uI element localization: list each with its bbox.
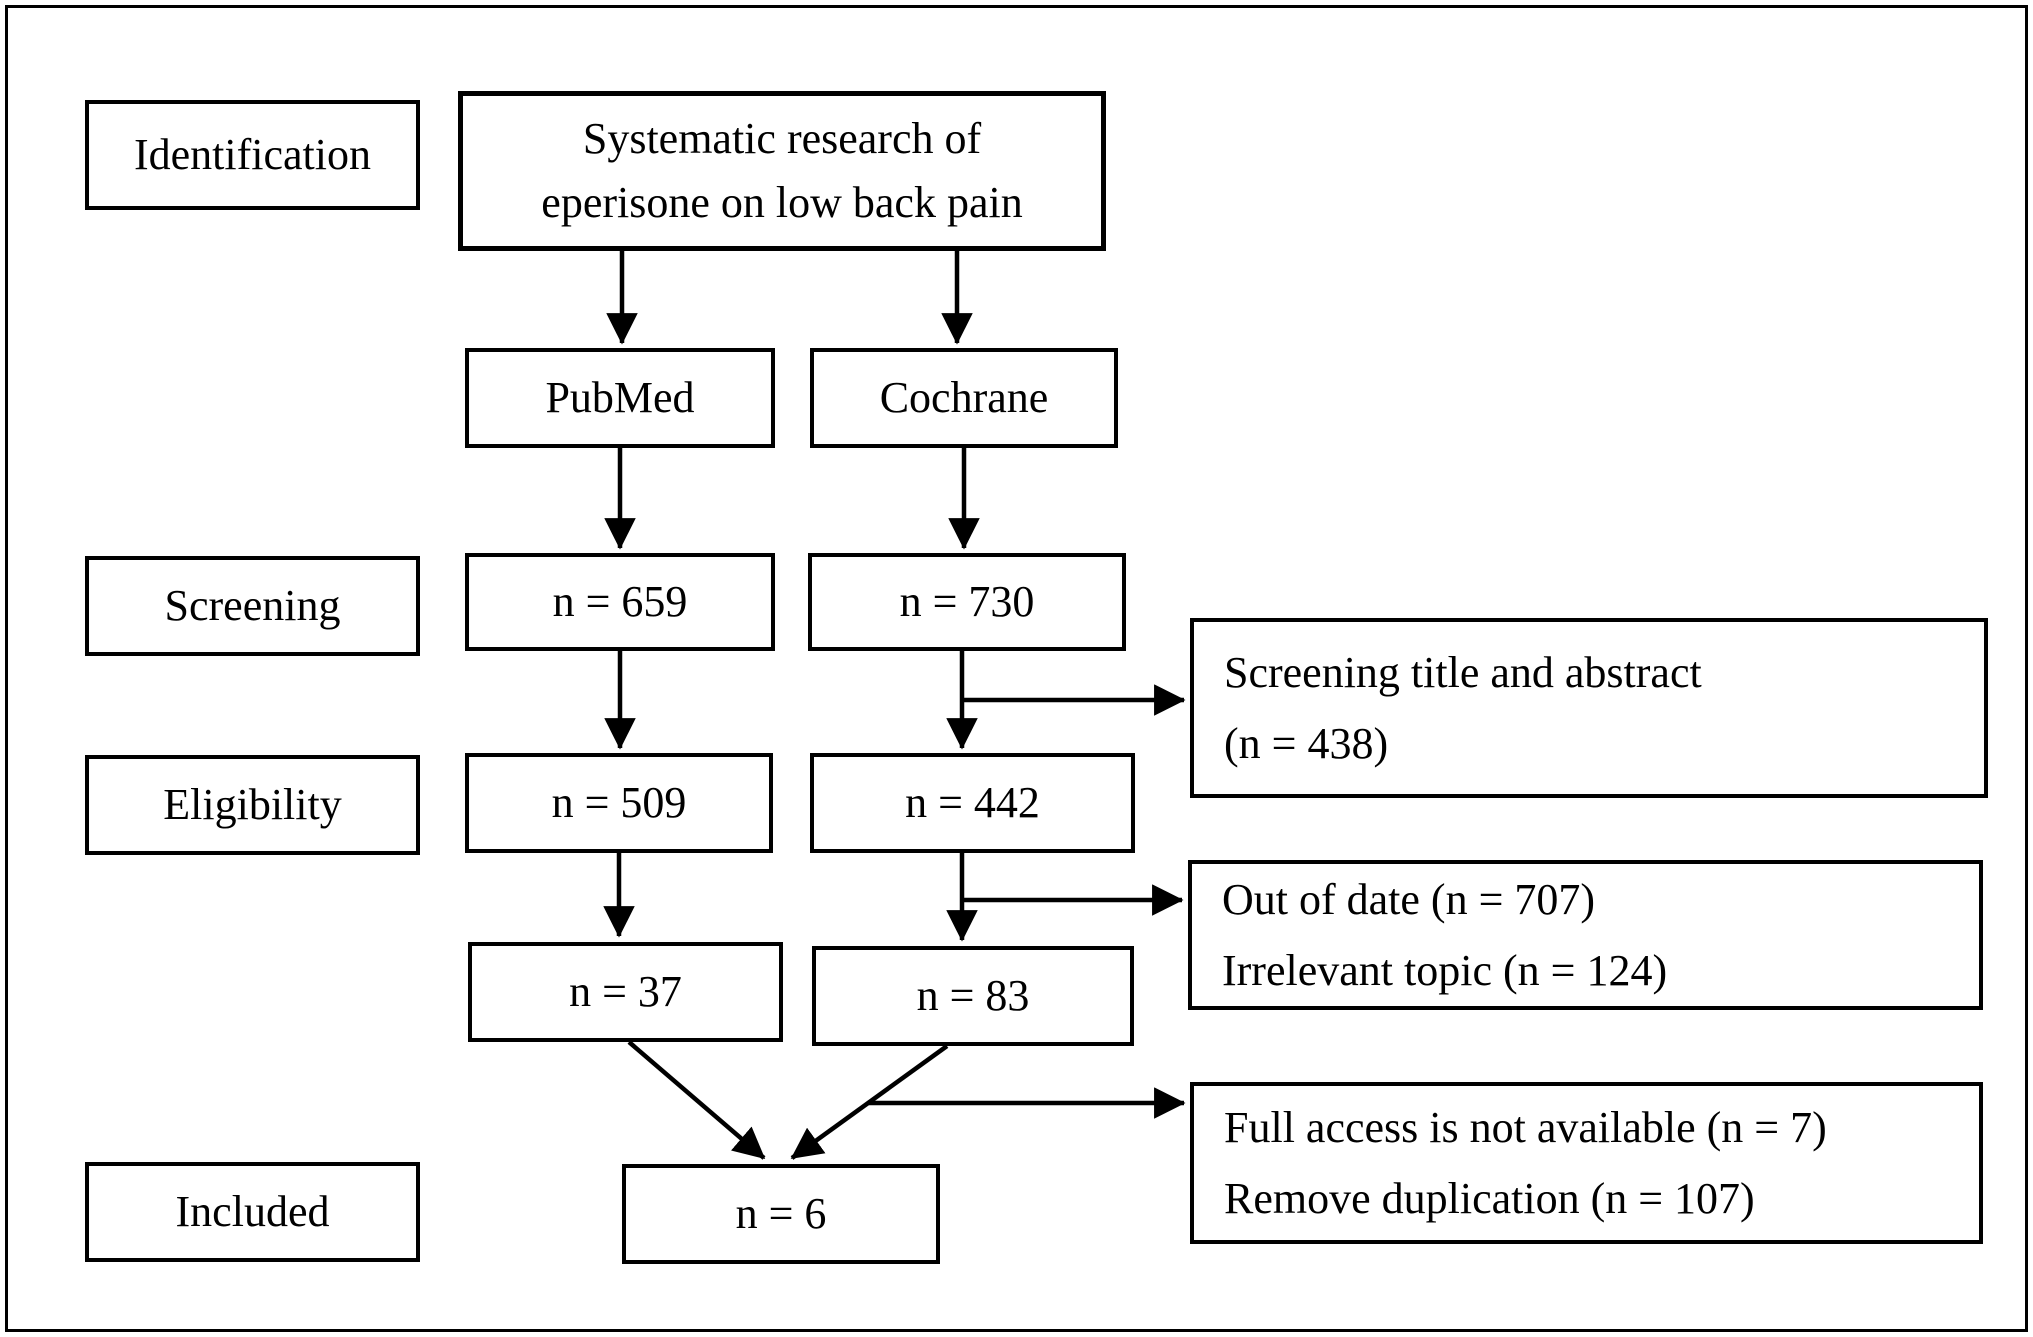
- node-pubmed-final-count: n = 37: [468, 942, 783, 1042]
- stage-box-eligibility: Eligibility: [85, 755, 420, 855]
- node-pubmed-eligibility-count: n = 509: [465, 753, 773, 853]
- exclusion-box-included: Full access is not available (n = 7) Rem…: [1190, 1082, 1983, 1244]
- node-label-n730: n = 730: [899, 577, 1035, 627]
- node-label-n442: n = 442: [905, 778, 1040, 828]
- node-label-cochrane: Cochrane: [879, 373, 1049, 423]
- node-cochrane-final-count: n = 83: [812, 946, 1134, 1046]
- node-pubmed: PubMed: [465, 348, 775, 448]
- node-cochrane-eligibility-count: n = 442: [810, 753, 1135, 853]
- stage-label-included: Included: [175, 1187, 330, 1237]
- diagram-outer-border: [5, 5, 2028, 1332]
- node-label-n37: n = 37: [569, 967, 682, 1017]
- exclusion-screening-line-2: (n = 438): [1224, 719, 1389, 768]
- exclusion-eligibility-line-2: Irrelevant topic (n = 124): [1222, 946, 1668, 995]
- node-cochrane: Cochrane: [810, 348, 1118, 448]
- stage-box-included: Included: [85, 1162, 420, 1262]
- arrow-n37-to-n6: [627, 1040, 766, 1160]
- stage-label-screening: Screening: [164, 581, 341, 631]
- node-included-count: n = 6: [622, 1164, 940, 1264]
- node-label-n6: n = 6: [735, 1189, 827, 1239]
- stage-box-identification: Identification: [85, 100, 420, 210]
- stage-label-eligibility: Eligibility: [163, 780, 342, 830]
- node-search-question: Systematic research of eperisone on low …: [458, 91, 1106, 251]
- exclusion-box-screening: Screening title and abstract (n = 438): [1190, 618, 1988, 798]
- node-label-n509: n = 509: [551, 778, 687, 828]
- exclusion-screening-line-1: Screening title and abstract: [1224, 647, 1702, 697]
- node-cochrane-screening-count: n = 730: [808, 553, 1126, 651]
- node-label-pubmed: PubMed: [545, 373, 695, 423]
- node-label-search-question: Systematic research of eperisone on low …: [541, 114, 1023, 227]
- stage-label-identification: Identification: [133, 130, 371, 180]
- exclusion-included-line-2: Remove duplication (n = 107): [1224, 1174, 1755, 1223]
- node-pubmed-screening-count: n = 659: [465, 553, 775, 651]
- node-label-n83: n = 83: [916, 971, 1030, 1021]
- exclusion-box-eligibility: Out of date (n = 707) Irrelevant topic (…: [1188, 860, 1983, 1010]
- stage-box-screening: Screening: [85, 556, 420, 656]
- node-label-n659: n = 659: [552, 577, 688, 627]
- exclusion-included-line-1: Full access is not available (n = 7): [1224, 1102, 1827, 1152]
- exclusion-eligibility-line-1: Out of date (n = 707): [1222, 874, 1596, 924]
